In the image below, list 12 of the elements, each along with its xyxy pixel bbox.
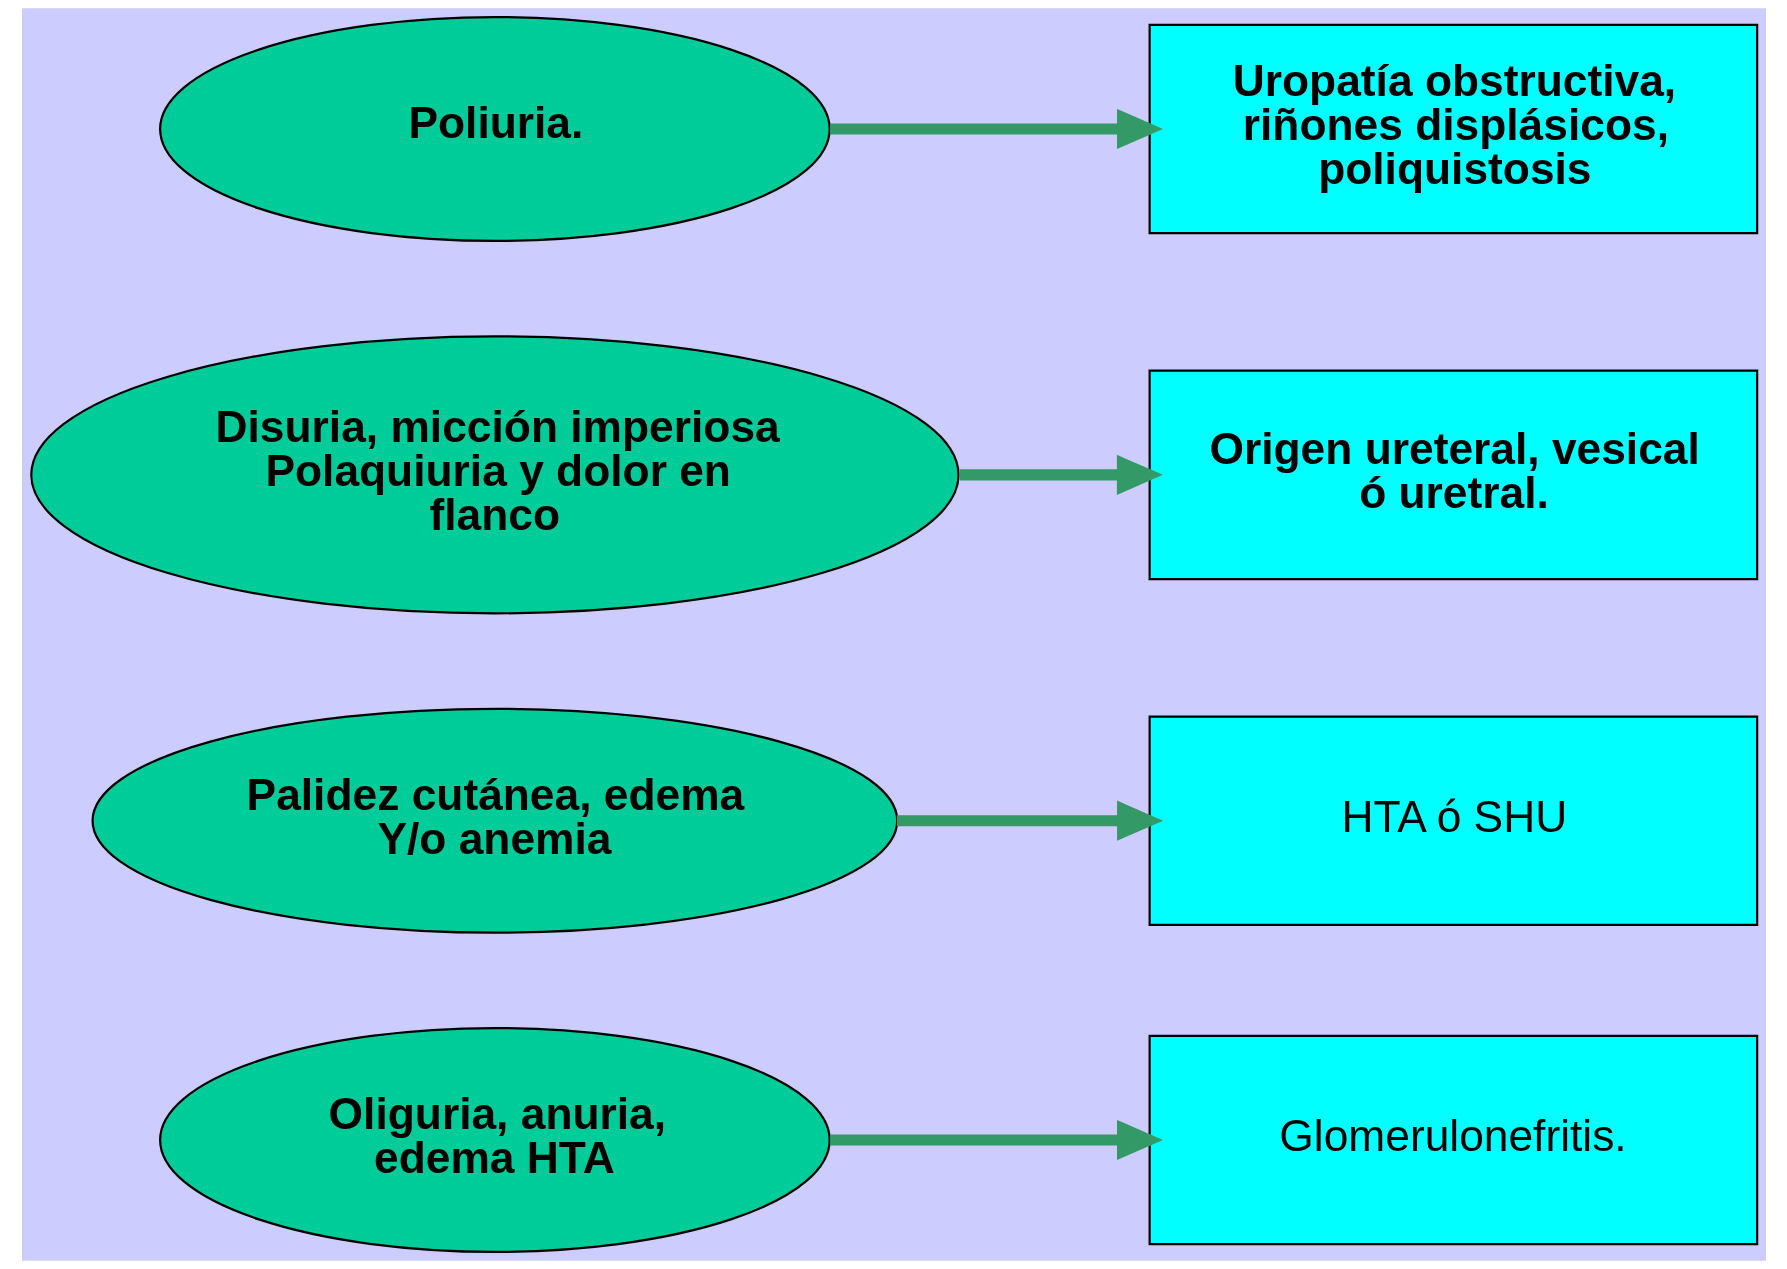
node-box: Glomerulonefritis. bbox=[1148, 1034, 1758, 1246]
arrow bbox=[896, 800, 1163, 841]
node-box: Origen ureteral, vesical ó uretral. bbox=[1148, 369, 1758, 581]
node-ellipse: Palidez cutánea, edema Y/o anemia bbox=[91, 707, 898, 934]
node-ellipse: Disuria, micción imperiosa Polaquiuria y dolor en flanco bbox=[29, 335, 960, 615]
node-box: HTA ó SHU bbox=[1148, 715, 1758, 927]
node-ellipse: Oliguria, anuria, edema HTA bbox=[158, 1026, 831, 1254]
arrow bbox=[829, 108, 1163, 150]
node-box: Uropatía obstructiva, riñones displásicos, poliquistosis bbox=[1148, 23, 1758, 235]
arrow bbox=[959, 454, 1163, 495]
node-ellipse: Poliuria. bbox=[158, 15, 831, 243]
arrow bbox=[829, 1119, 1163, 1161]
